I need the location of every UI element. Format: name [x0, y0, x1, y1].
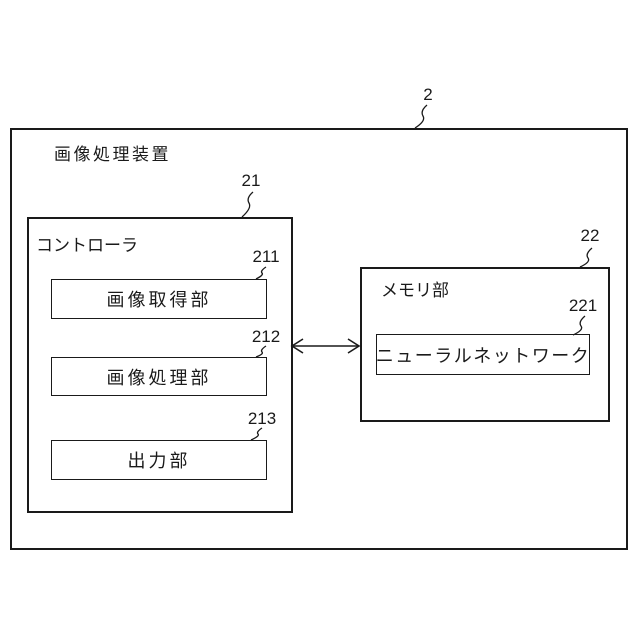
image-acquisition-unit-label: 画像取得部: [106, 290, 212, 310]
ref-213: 213: [247, 409, 277, 428]
ref-2: 2: [423, 85, 433, 104]
controller-box: [27, 217, 293, 513]
memory-box: [360, 267, 610, 422]
neural-network-label: ニューラルネットワーク: [375, 345, 591, 366]
output-unit-label: 出力部: [127, 451, 191, 471]
memory-title: メモリ部: [381, 281, 449, 300]
device-title: 画像処理装置: [54, 145, 171, 164]
leader-squiggle-2: [414, 104, 428, 129]
ref-221: 221: [568, 296, 598, 315]
image-processing-unit-label: 画像処理部: [106, 367, 212, 388]
neural-network-box: [376, 334, 590, 375]
image-processing-unit-box: [51, 357, 267, 396]
image-processing-device-box: [10, 128, 628, 550]
ref-22: 22: [580, 226, 600, 245]
output-unit-box: [51, 440, 267, 480]
controller-title: コントローラ: [36, 236, 138, 255]
ref-212: 212: [251, 327, 281, 346]
ref-21: 21: [241, 171, 261, 190]
image-acquisition-unit-box: [51, 279, 267, 319]
ref-211: 211: [252, 247, 280, 266]
